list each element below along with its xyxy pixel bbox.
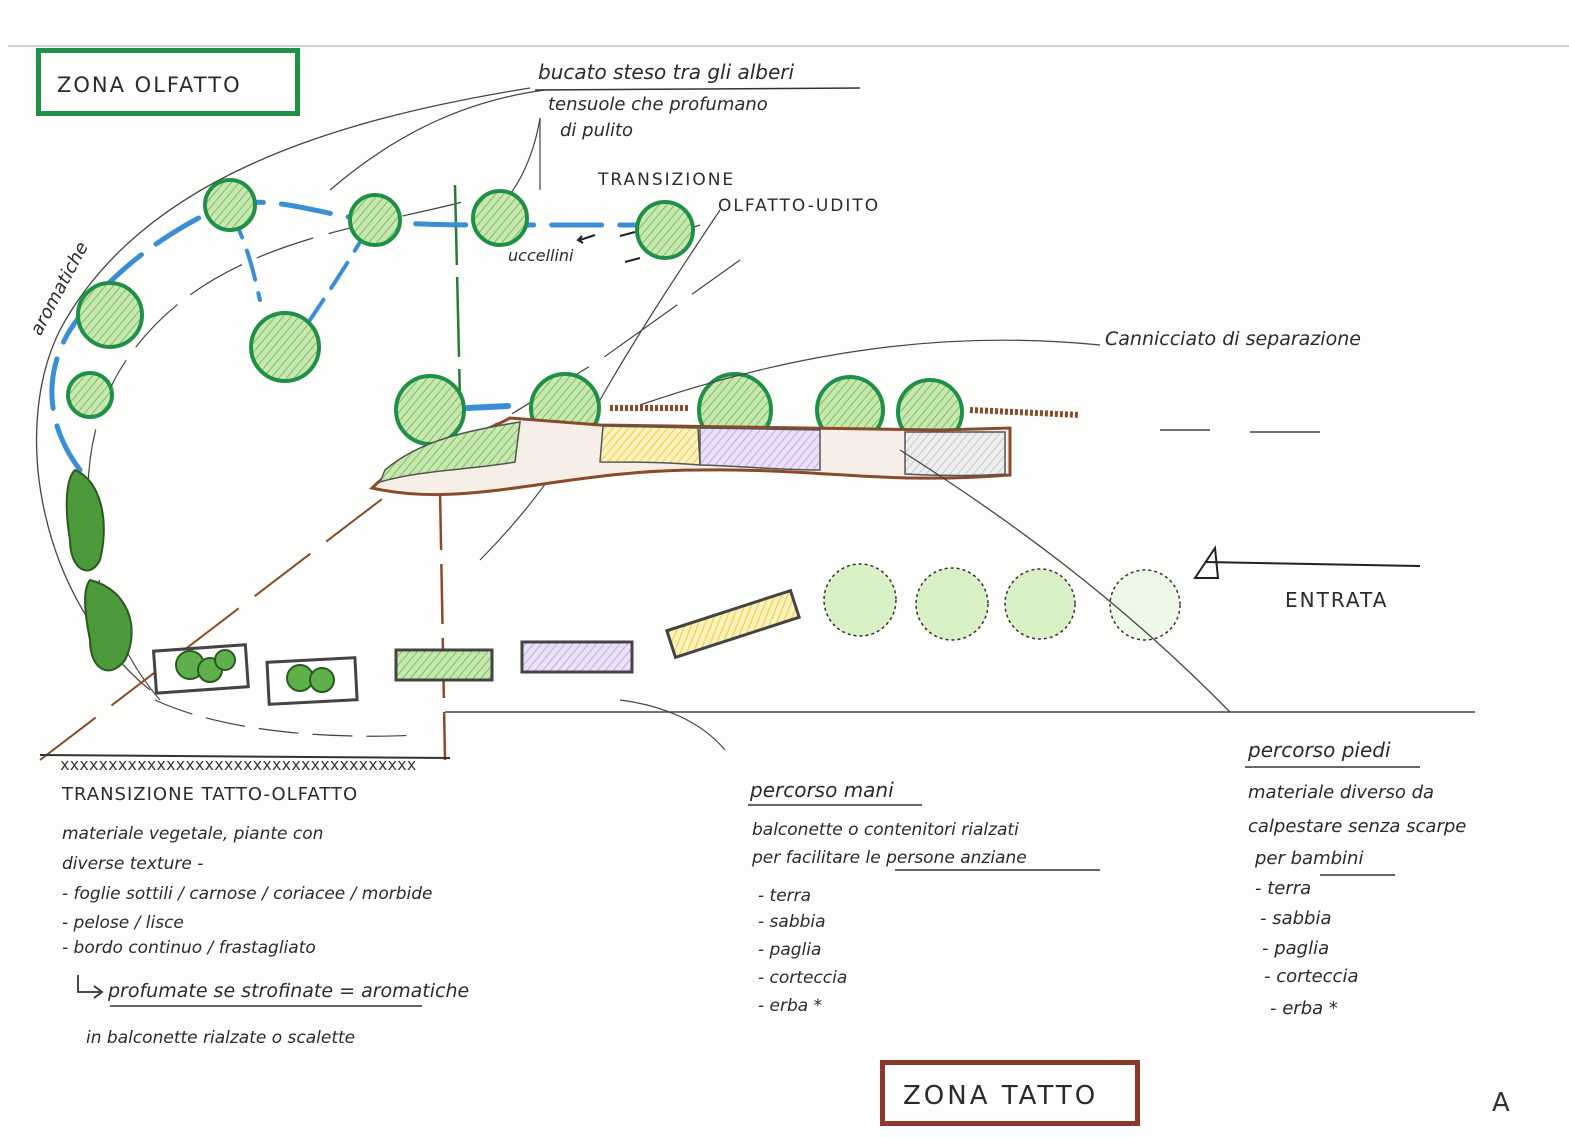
signature-mark: A	[1492, 1088, 1510, 1118]
cane-fence-dashes	[1160, 429, 1320, 433]
planter-section-green	[378, 421, 521, 484]
planter-section-yellow	[599, 425, 701, 466]
inner-arc-olfatto	[87, 199, 471, 701]
note-piedi-line: - sabbia	[1260, 908, 1332, 929]
tree-group-olfatto	[66, 178, 964, 448]
note-mani-line: - sabbia	[758, 912, 826, 932]
shrub	[1109, 569, 1181, 641]
tree	[203, 178, 257, 232]
note-mani-title: percorso mani	[750, 778, 894, 802]
note-tatto-olfatto-line: materiale vegetale, piante con	[62, 824, 324, 844]
label-bucato: bucato steso tra gli alberi	[538, 60, 795, 84]
crosshatch-marks: xxxxxxxxxxxxxxxxxxxxxxxxxxxxxxxxxxxxx	[60, 755, 417, 774]
planter-plants	[175, 649, 335, 693]
note-mani-line: - erba *	[758, 996, 823, 1016]
low-planters	[151, 588, 802, 706]
zona-olfatto-box: ZONA OLFATTO	[36, 48, 300, 116]
note-mani-line: per facilitare le persone anziane	[752, 848, 1027, 868]
zona-tatto-box: ZONA TATTO	[880, 1060, 1140, 1126]
ground-curve-right	[899, 449, 1231, 713]
underline-bucato	[534, 87, 861, 91]
note-tatto-olfatto-title: TRANSIZIONE TATTO-OLFATTO	[62, 784, 359, 805]
ground-curve-mid	[619, 699, 726, 751]
diagonal-path-line	[39, 469, 421, 761]
tree	[471, 189, 529, 247]
blue-segment-small	[465, 403, 511, 411]
brown-divider-line	[438, 489, 447, 761]
planter-section-lilac	[699, 427, 821, 471]
label-cannicciato: Cannicciato di separazione	[1105, 328, 1361, 350]
tree	[394, 374, 466, 446]
zona-olfatto-label: ZONA OLFATTO	[57, 73, 242, 97]
entrance-arrow	[1193, 545, 1421, 579]
ground-curve-left	[154, 699, 421, 737]
note-piedi-line: per bambini	[1255, 848, 1364, 869]
outer-arc-olfatto	[36, 87, 531, 691]
note-piedi-line: calpestare senza scarpe	[1248, 816, 1467, 837]
tree	[635, 200, 695, 260]
tree	[249, 311, 321, 383]
note-tatto-olfatto-line: - pelose / lisce	[62, 913, 184, 933]
cane-fence	[610, 405, 1081, 418]
entrance-shrubs	[823, 563, 1181, 641]
note-tatto-olfatto-line: in balconette rialzate o scalette	[86, 1028, 356, 1048]
note-tatto-olfatto-line: - bordo continuo / frastagliato	[62, 938, 316, 958]
cannicciato-leader	[639, 339, 1101, 406]
label-tensuole: tensuole che profumano	[548, 94, 768, 115]
shrub	[823, 563, 897, 637]
label-olfatto-udito: OLFATTO-UDITO	[718, 196, 881, 216]
note-piedi-title: percorso piedi	[1248, 738, 1391, 762]
crosshatch-border	[39, 754, 451, 759]
planter-section-grey	[904, 431, 1006, 477]
tree	[66, 371, 114, 419]
note-piedi-line: - paglia	[1262, 938, 1330, 959]
note-tatto-olfatto-line: diverse texture -	[62, 854, 204, 874]
note-piedi-line: materiale diverso da	[1248, 782, 1435, 803]
bird-arrows	[576, 231, 641, 263]
note-mani-line: - terra	[758, 886, 812, 906]
profumate-arrow	[77, 975, 104, 999]
label-transizione: TRANSIZIONE	[598, 170, 736, 190]
note-tatto-olfatto-line: - foglie sottili / carnose / coriacee / …	[62, 884, 433, 904]
green-divider-line	[453, 184, 462, 401]
label-di-pulito: di pulito	[560, 120, 634, 141]
tree	[348, 193, 402, 247]
zona-tatto-label: ZONA TATTO	[903, 1081, 1099, 1111]
label-entrata: ENTRATA	[1285, 588, 1389, 612]
aromatic-shrubs	[65, 468, 133, 672]
note-tatto-olfatto-line: profumate se strofinate = aromatiche	[108, 980, 470, 1002]
tree	[76, 281, 144, 349]
label-uccellini: uccellini	[508, 246, 574, 265]
shrub	[915, 567, 989, 641]
note-mani-line: balconette o contenitori rialzati	[752, 820, 1019, 840]
note-piedi-line: - corteccia	[1264, 966, 1359, 987]
connector-line-1	[329, 89, 546, 191]
shrub	[1004, 568, 1076, 640]
note-piedi-line: - terra	[1255, 878, 1312, 899]
note-piedi-line: - erba *	[1270, 998, 1338, 1019]
note-mani-line: - paglia	[758, 940, 822, 960]
note-mani-line: - corteccia	[758, 968, 848, 988]
